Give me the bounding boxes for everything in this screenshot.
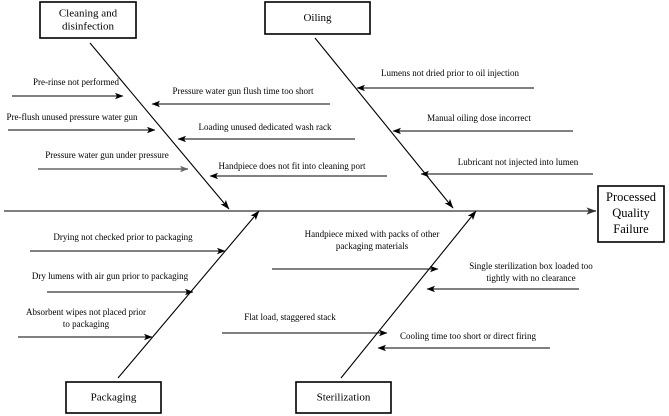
cause-label-pressure-water-gun-under-pressure: Pressure water gun under pressure bbox=[45, 150, 168, 160]
cause-label-pressure-water-gun-flush-time-too-short: Pressure water gun flush time too short bbox=[173, 86, 314, 96]
cause-label-lubricant-not-injected-into-lumen: Lubricant not injected into lumen bbox=[458, 157, 579, 167]
branch-sterilization bbox=[340, 210, 477, 379]
category-box-rect-packaging[interactable] bbox=[65, 381, 162, 414]
category-box-packaging[interactable]: Packaging bbox=[65, 381, 162, 414]
cause-label-dry-lumens-with-air-gun-prior-to-packaging: Dry lumens with air gun prior to packagi… bbox=[32, 271, 189, 281]
cause-label-drying-not-checked-prior-to-packaging: Drying not checked prior to packaging bbox=[53, 232, 193, 242]
effect-box-rect[interactable] bbox=[597, 185, 665, 243]
branch-oiling bbox=[314, 37, 454, 209]
cause-label-lumens-not-dried-prior-to-oil-injection: Lumens not dried prior to oil injection bbox=[381, 68, 519, 78]
cause-label-pre-flush-unused-pressure-water-gun: Pre-flush unused pressure water gun bbox=[7, 112, 138, 122]
category-box-oiling[interactable]: Oiling bbox=[264, 1, 371, 35]
category-label-sterilization: Sterilization bbox=[317, 391, 371, 403]
category-label-oiling: Oiling bbox=[303, 12, 332, 24]
category-box-rect-oiling[interactable] bbox=[264, 1, 371, 35]
cause-label-manual-oiling-dose-incorrect: Manual oiling dose incorrect bbox=[427, 113, 531, 123]
category-box-sterilization[interactable]: Sterilization bbox=[295, 381, 392, 414]
cause-label-loading-unused-dedicated-wash-rack: Loading unused dedicated wash rack bbox=[199, 122, 332, 132]
cause-label-pre-rinse-not-performed: Pre-rinse not performed bbox=[33, 77, 119, 87]
cause-label-handpiece-does-not-fit-into-cleaning-port: Handpiece does not fit into cleaning por… bbox=[219, 161, 366, 171]
category-label-packaging: Packaging bbox=[91, 391, 137, 403]
category-box-rect-cleaning-and-disinfection[interactable] bbox=[39, 1, 137, 39]
cause-label-cooling-time-too-short-or-direct-firing: Cooling time too short or direct firing bbox=[400, 331, 536, 341]
cause-label-flat-load-staggered-stack: Flat load, staggered stack bbox=[244, 312, 336, 322]
category-box-rect-sterilization[interactable] bbox=[295, 381, 392, 414]
branch-cleaning-and-disinfection bbox=[89, 42, 230, 210]
